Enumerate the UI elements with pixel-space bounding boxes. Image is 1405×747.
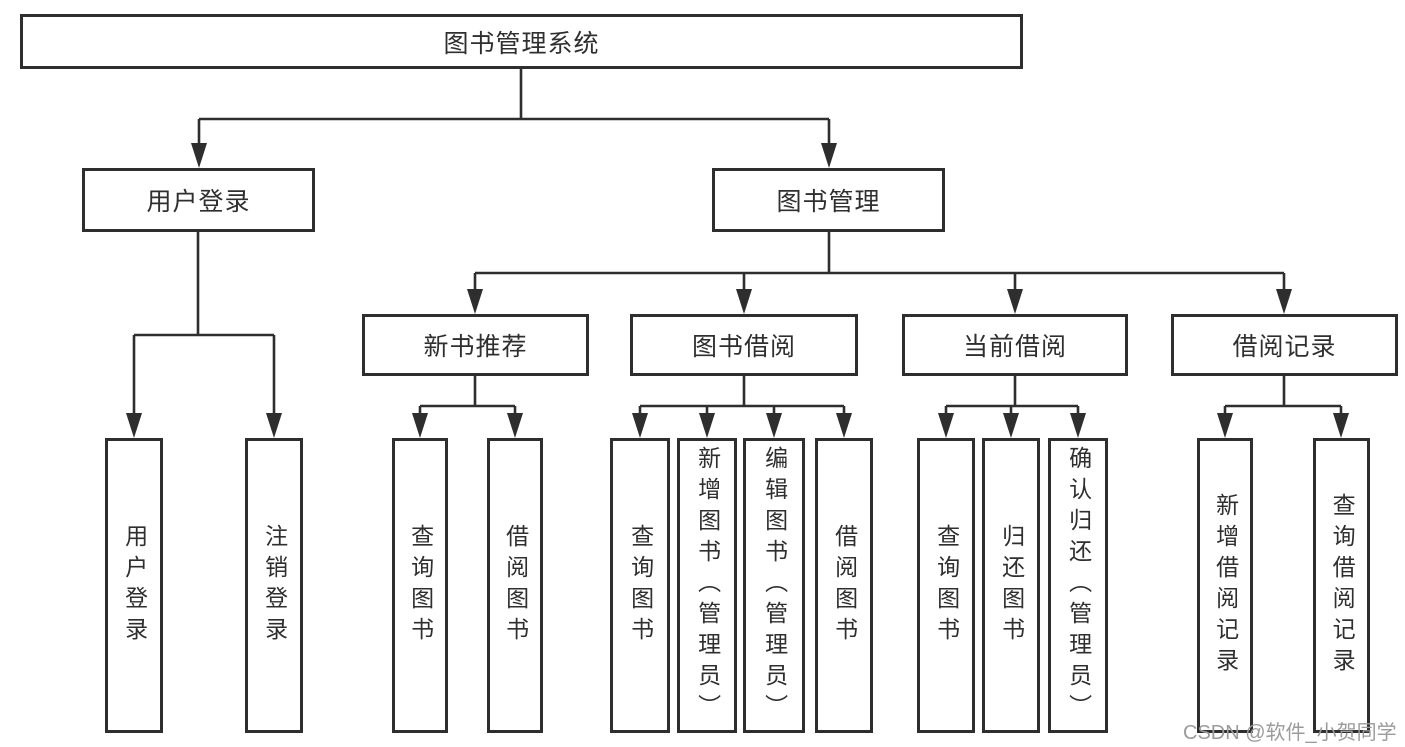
connector-path [1223, 376, 1343, 418]
node-new-book-recommendation: 新书推荐 [362, 314, 589, 376]
arrow-down-icon [507, 413, 523, 438]
arrow-down-icon [1217, 413, 1233, 438]
node-label: 图书管理 [776, 188, 881, 216]
node-borrowing-records: 借阅记录 [1171, 314, 1398, 376]
leaf-borrow-query-books: 查询图书 [610, 438, 670, 733]
arrow-down-icon [1003, 413, 1019, 438]
arrow-down-icon [1276, 289, 1292, 314]
node-label: 图书借阅 [691, 333, 796, 361]
watermark: CSDN @软件_小贺同学 [1183, 722, 1397, 744]
node-label: 查询图书 [933, 523, 960, 648]
connector-user-login-to-leaves [126, 232, 282, 438]
arrow-down-icon [836, 413, 852, 438]
node-label: 借阅图书 [502, 523, 529, 648]
node-book-management: 图书管理 [712, 168, 945, 232]
connector-path [418, 376, 517, 418]
connector-path [944, 376, 1080, 418]
connector-book-management-to-level3 [467, 232, 1292, 314]
connector-root-to-level2 [191, 69, 837, 168]
leaf-current-query-books: 查询图书 [917, 438, 975, 733]
node-label: 用户登录 [146, 188, 251, 216]
arrow-down-icon [126, 413, 142, 438]
node-label: 查询图书 [407, 523, 434, 648]
arrow-down-icon [699, 413, 715, 438]
arrow-down-icon [821, 143, 837, 168]
leaf-edit-books-admin: 编辑图书（管理员） [743, 438, 805, 733]
node-label: 归还图书 [998, 523, 1025, 648]
arrow-down-icon [1070, 413, 1086, 438]
arrow-down-icon [467, 289, 483, 314]
leaf-logout: 注销登录 [245, 438, 303, 733]
arrow-down-icon [412, 413, 428, 438]
node-label: 当前借阅 [962, 333, 1067, 361]
node-label: 确认归还（管理员） [1065, 446, 1092, 725]
node-label: 新增图书（管理员） [694, 446, 721, 725]
node-label: 查询借阅记录 [1329, 492, 1356, 679]
arrow-down-icon [938, 413, 954, 438]
connector-current-borrow-to-leaves [938, 376, 1086, 438]
node-label: 图书管理系统 [443, 29, 600, 58]
arrow-down-icon [1007, 289, 1023, 314]
leaf-confirm-return-admin: 确认归还（管理员） [1048, 438, 1108, 733]
connector-new-book-rec-to-leaves [412, 376, 523, 438]
node-library-management-system: 图书管理系统 [20, 14, 1023, 69]
arrow-down-icon [632, 413, 648, 438]
leaf-rec-borrow-books: 借阅图书 [487, 438, 543, 733]
arrow-down-icon [1333, 413, 1349, 438]
arrow-down-icon [736, 289, 752, 314]
connector-book-borrow-to-leaves [632, 376, 852, 438]
node-label: 借阅图书 [831, 523, 858, 648]
node-label: 借阅记录 [1232, 333, 1337, 361]
node-current-borrowing: 当前借阅 [902, 314, 1128, 376]
leaf-return-books: 归还图书 [982, 438, 1040, 733]
leaf-rec-query-books: 查询图书 [392, 438, 448, 733]
node-user-login: 用户登录 [82, 168, 315, 232]
connector-borrow-records-to-leaves [1217, 376, 1349, 438]
node-label: 编辑图书（管理员） [761, 446, 788, 725]
node-label: 新书推荐 [423, 333, 528, 361]
leaf-borrow-books: 借阅图书 [815, 438, 873, 733]
leaf-add-books-admin: 新增图书（管理员） [677, 438, 737, 733]
node-label: 注销登录 [261, 523, 288, 648]
arrow-down-icon [766, 413, 782, 438]
connector-path [132, 232, 276, 418]
connector-path [197, 69, 831, 148]
leaf-user-login: 用户登录 [105, 438, 163, 733]
node-label: 查询图书 [627, 523, 654, 648]
leaf-query-borrow-record: 查询借阅记录 [1313, 438, 1370, 733]
arrow-down-icon [266, 413, 282, 438]
node-label: 新增借阅记录 [1212, 492, 1239, 679]
node-label: 用户登录 [121, 523, 148, 648]
arrow-down-icon [191, 143, 207, 168]
connector-path [638, 376, 846, 418]
leaf-add-borrow-record: 新增借阅记录 [1197, 438, 1253, 733]
node-book-borrowing: 图书借阅 [630, 314, 858, 376]
connector-path [473, 232, 1286, 294]
